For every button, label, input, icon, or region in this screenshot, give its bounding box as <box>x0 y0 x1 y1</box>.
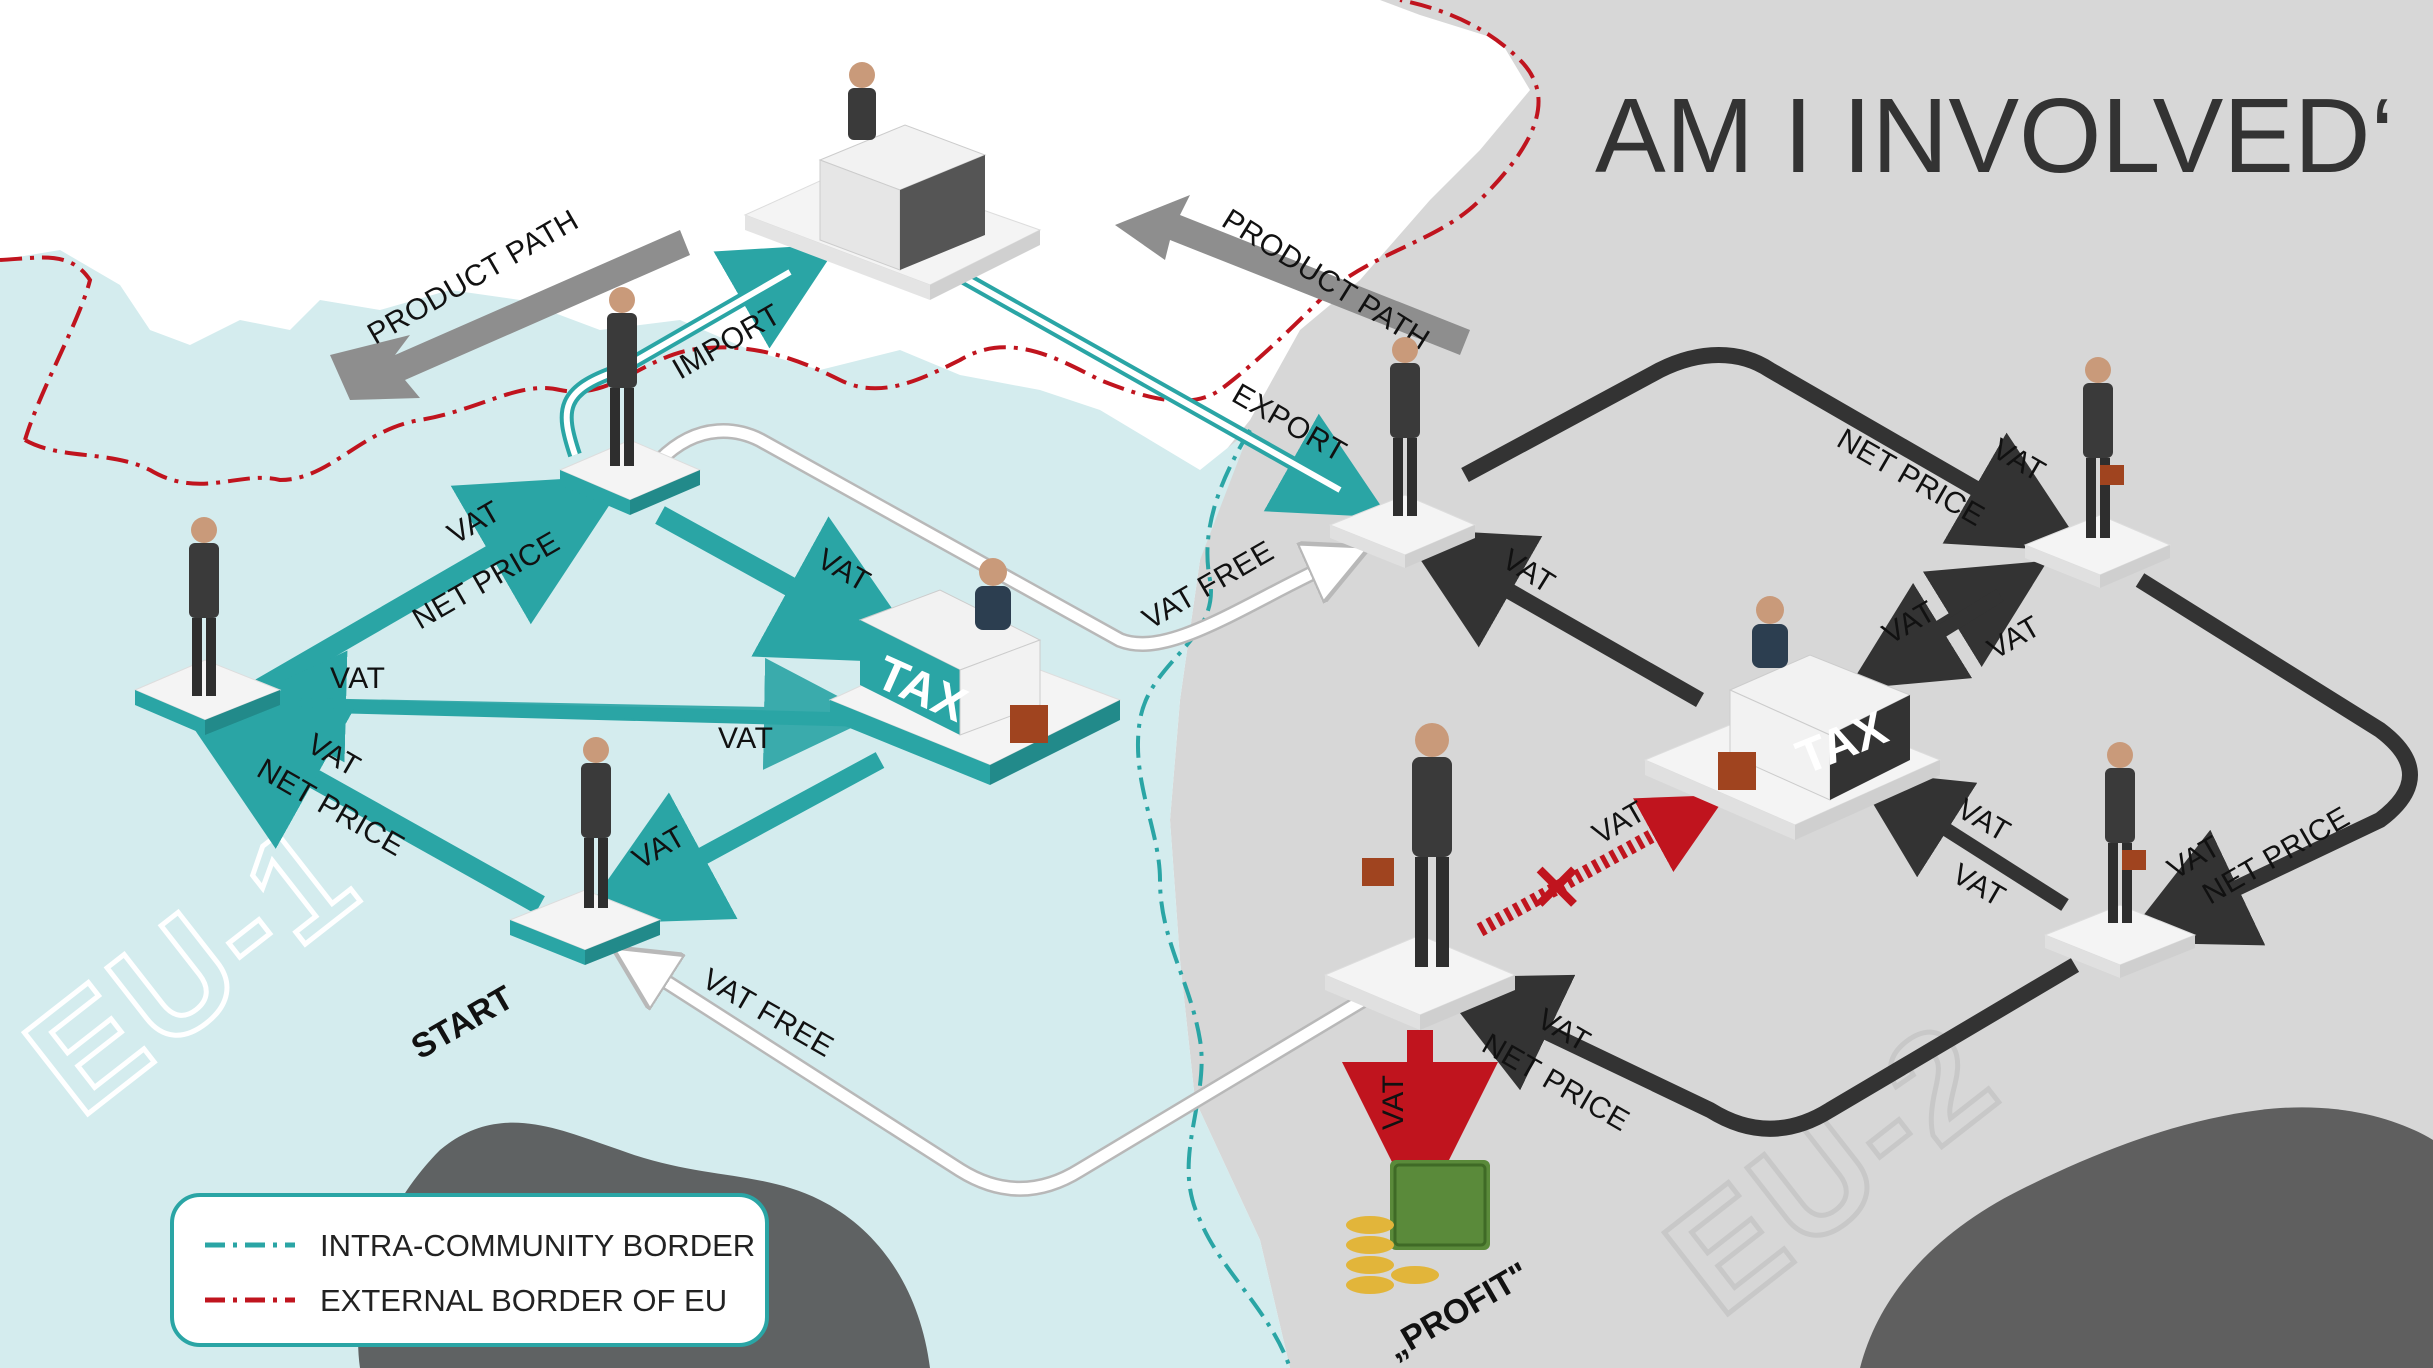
person-non-eu-seller <box>848 62 876 140</box>
person-exporter <box>1390 337 1420 516</box>
external-eu-border <box>0 0 1541 486</box>
person-missing-trader <box>1362 723 1452 967</box>
briefcase-tax-eu2 <box>1718 752 1756 790</box>
platform-start <box>508 889 662 965</box>
label-vat-eu1-to-tax-mid: VAT <box>718 722 773 755</box>
profit-money-icon <box>1346 1160 1490 1294</box>
person-importer <box>607 287 637 466</box>
label-vat-eu1-left-out: VAT <box>330 662 385 695</box>
eu2-flows <box>1399 347 2418 1137</box>
person-eu2-bottom-right <box>2105 742 2146 923</box>
eu1-flows <box>175 474 931 925</box>
sea-right <box>1860 1107 2433 1368</box>
person-eu1-left <box>189 517 219 696</box>
page-title: AM I INVOLVED‘ <box>1595 77 2394 195</box>
briefcase-tax-eu1 <box>1010 705 1048 743</box>
legend-intra-label: INTRA-COMMUNITY BORDER <box>320 1228 755 1263</box>
platform-export-company <box>1328 494 1477 568</box>
person-eu2-top-right <box>2083 357 2124 538</box>
person-start <box>581 737 611 908</box>
platform-eu2-bottom-right <box>2043 904 2197 978</box>
platform-eu2-top-right <box>2023 514 2172 588</box>
platform-missing-trader <box>1323 934 1517 1030</box>
platform-import-company <box>558 439 702 515</box>
export-flow <box>946 263 1389 518</box>
blocked-vat-flow: ✕ <box>1476 794 1727 937</box>
intra-community-border <box>1135 428 1292 1368</box>
label-vat-profit: VAT <box>1377 1075 1410 1130</box>
legend: INTRA-COMMUNITY BORDER EXTERNAL BORDER O… <box>170 1193 769 1347</box>
person-tax-officer-eu2 <box>1752 596 1788 668</box>
tax-desk-eu2: TAX <box>1728 654 1912 801</box>
legend-external-label: EXTERNAL BORDER OF EU <box>320 1283 727 1318</box>
person-tax-officer-eu1 <box>975 558 1011 630</box>
non-eu-desk <box>818 124 987 271</box>
vat-free-flow-top <box>654 423 1340 652</box>
blocked-x-mark: ✕ <box>1530 852 1584 924</box>
vat-free-flow-bottom <box>640 965 1385 1197</box>
